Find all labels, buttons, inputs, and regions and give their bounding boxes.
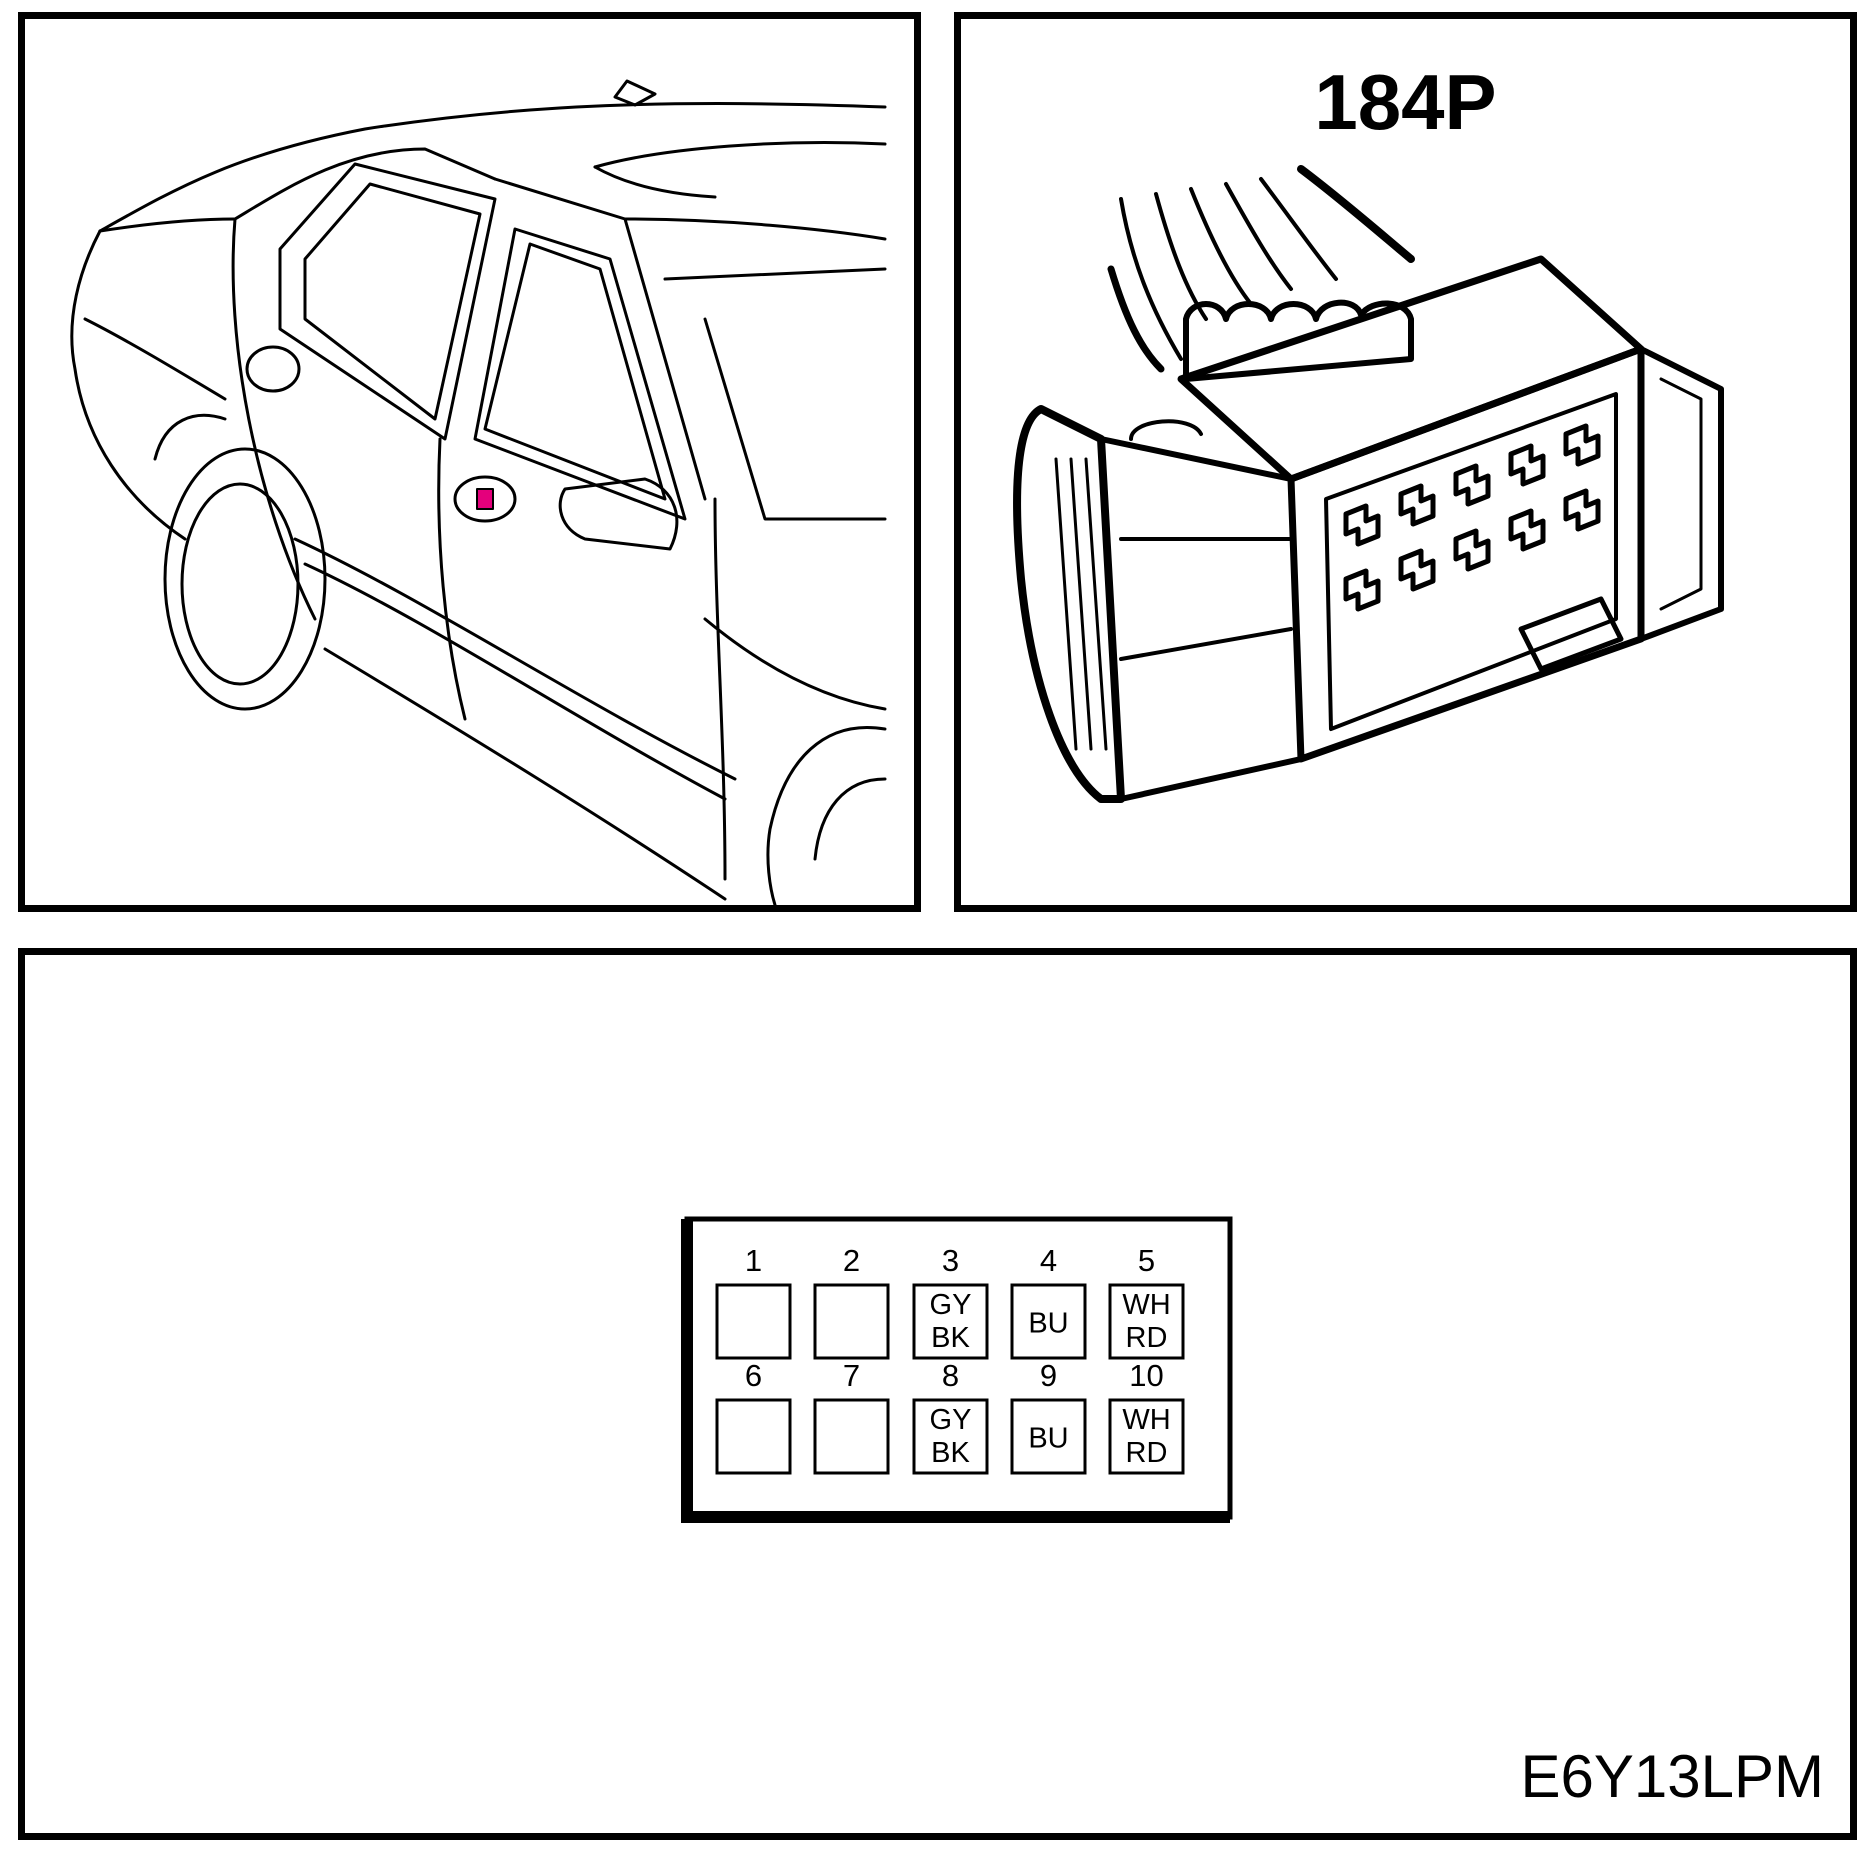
- connector-view-panel: 184P: [954, 12, 1857, 912]
- pin-cavity: [813, 1283, 890, 1360]
- pin-cavity: [1108, 1398, 1185, 1475]
- pin-number: 7: [843, 1358, 860, 1393]
- pin-number: 8: [942, 1358, 959, 1393]
- pin-9: 9BU: [1010, 1358, 1087, 1475]
- pin-cavity: [1108, 1283, 1185, 1360]
- wire-color-label: BK: [931, 1322, 970, 1354]
- pin-cavity: [1010, 1283, 1087, 1360]
- pin-cavity: [912, 1398, 989, 1475]
- pin-number: 3: [942, 1243, 959, 1278]
- connector-title: 184P: [1314, 58, 1497, 146]
- pin-number: 10: [1129, 1358, 1163, 1393]
- wire-color-label: BK: [931, 1437, 970, 1469]
- pin-cavity: [715, 1283, 792, 1360]
- pin-number: 1: [745, 1243, 762, 1278]
- pin-cavity: [1010, 1398, 1087, 1475]
- wire-color-label: BU: [1028, 1423, 1068, 1455]
- pin-7: 7: [813, 1358, 890, 1475]
- vehicle-location-panel: [18, 12, 921, 912]
- vehicle-illustration: [70, 79, 887, 905]
- wire-color-label: RD: [1126, 1322, 1168, 1354]
- pin-number: 2: [843, 1243, 860, 1278]
- pin-4: 4BU: [1010, 1243, 1087, 1360]
- wire-color-label: RD: [1126, 1437, 1168, 1469]
- pin-1: 1: [715, 1243, 792, 1360]
- pin-number: 6: [745, 1358, 762, 1393]
- wire-color-label: BU: [1028, 1308, 1068, 1340]
- pin-number: 4: [1040, 1243, 1057, 1278]
- pin-cavity: [813, 1398, 890, 1475]
- pin-cavity: [912, 1283, 989, 1360]
- pin-2: 2: [813, 1243, 890, 1360]
- wire-color-label: GY: [930, 1404, 972, 1436]
- wire-color-label: WH: [1122, 1289, 1170, 1321]
- connector-illustration: [1013, 165, 1724, 803]
- pin-number: 5: [1138, 1243, 1155, 1278]
- diagram-id: E6Y13LPM: [1520, 1743, 1824, 1810]
- wire-color-label: WH: [1122, 1404, 1170, 1436]
- connector-face-shadow: [681, 1219, 1230, 1523]
- pin-6: 6: [715, 1358, 792, 1475]
- pin-cavity: [715, 1398, 792, 1475]
- wire-color-label: GY: [930, 1289, 972, 1321]
- pin-number: 9: [1040, 1358, 1057, 1393]
